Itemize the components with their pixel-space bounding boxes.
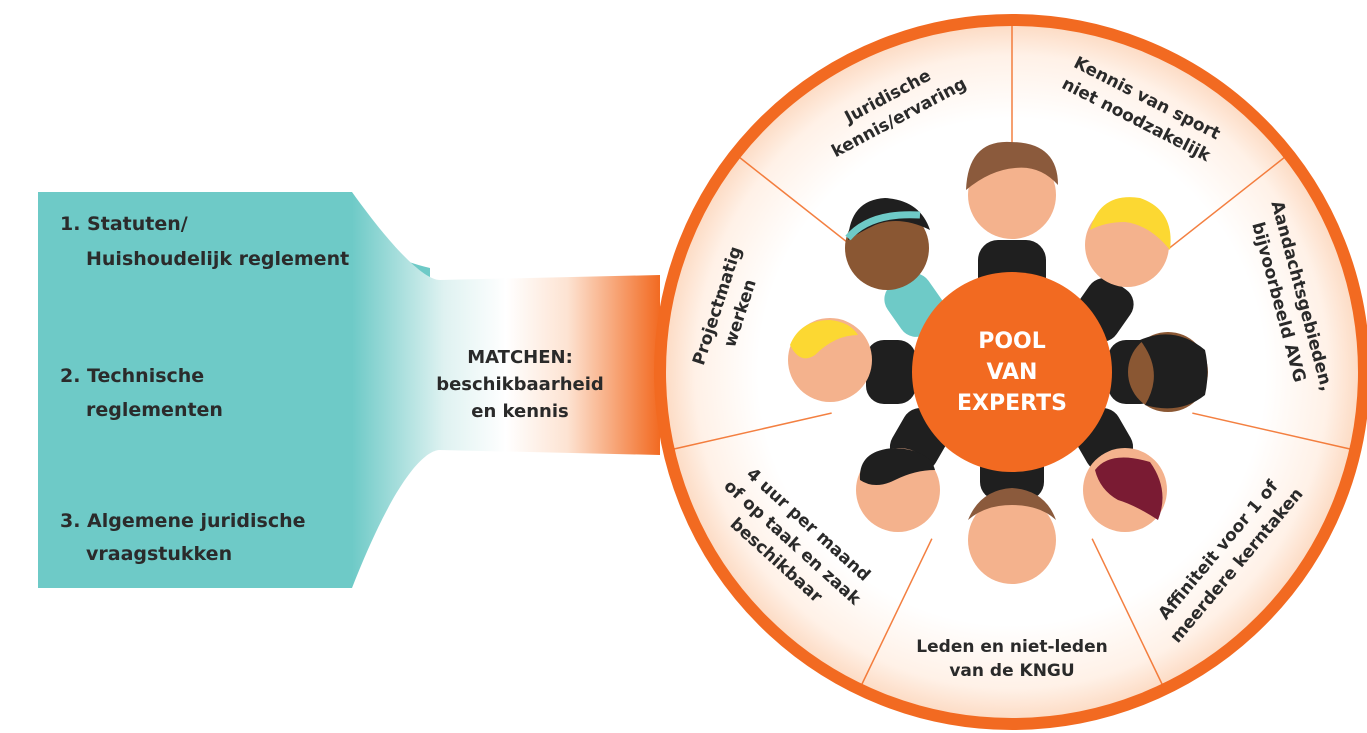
topic-3-line-2: vraagstukken	[86, 543, 232, 565]
segment-5-line-1: Leden en niet-leden	[916, 637, 1107, 657]
connector-line-3: en kennis	[471, 401, 569, 422]
topics-panel	[38, 192, 430, 588]
topic-1-line-2: Huishoudelijk reglement	[86, 248, 349, 270]
topic-1-line-1: 1. Statuten/	[60, 213, 188, 235]
topic-2-line-2: reglementen	[86, 399, 223, 421]
topic-3-line-1: 3. Algemene juridische	[60, 510, 306, 532]
connector-line-1: MATCHEN:	[467, 347, 573, 368]
matching-connector	[352, 192, 660, 588]
people-ring	[788, 141, 1208, 584]
person-head-icon	[1072, 408, 1167, 532]
center-line-2: VAN	[987, 360, 1038, 385]
segment-5-line-2: van de KNGU	[949, 661, 1074, 681]
connector-line-2: beschikbaarheid	[436, 374, 604, 395]
center-line-1: POOL	[978, 329, 1046, 354]
person-head-icon	[788, 318, 916, 404]
center-line-3: EXPERTS	[957, 391, 1067, 416]
topic-2-line-1: 2. Technische	[60, 365, 204, 387]
person-head-icon	[1108, 332, 1208, 412]
pool-center	[912, 272, 1112, 472]
